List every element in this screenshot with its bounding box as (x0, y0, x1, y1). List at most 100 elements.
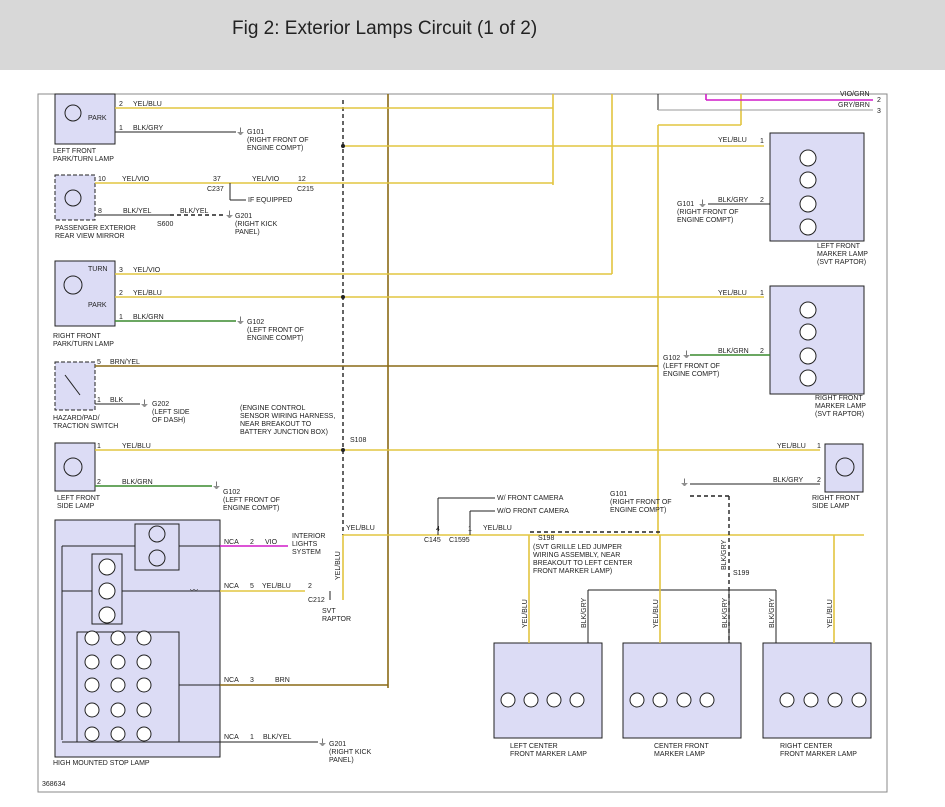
connector-nca: NCA (224, 677, 239, 684)
wire-label-vertical: YEL/BLU (653, 599, 660, 628)
connector-c145: C145 (424, 537, 441, 544)
led-column (799, 301, 817, 387)
led-column (799, 149, 817, 236)
c-marker-lamp-box (622, 642, 742, 739)
mirror-box (54, 174, 96, 221)
wire-label: BLK/GRN (718, 348, 749, 355)
splice-s198: S198 (538, 535, 554, 542)
connector-c1595: C1595 (449, 537, 470, 544)
hazard-switch-box (54, 361, 96, 411)
wire-label: YEL/BLU (718, 290, 747, 297)
switch-icon (64, 374, 81, 396)
wire-label: YEL/BLU (122, 443, 151, 450)
if-equipped-note: IF EQUIPPED (248, 197, 292, 204)
pin-37: 37 (213, 176, 221, 183)
pin-1: 1 (250, 734, 254, 741)
pin-2: 2 (119, 101, 123, 108)
turn-label: TURN (88, 266, 107, 273)
pin-8: 8 (98, 208, 102, 215)
wo-front-camera: W/O FRONT CAMERA (497, 508, 569, 515)
wire-label: YEL/BLU (133, 101, 162, 108)
pin-4: 4 (436, 526, 440, 533)
ground-symbol-icon: ⏚ (698, 199, 707, 209)
lamp-bulb-pair (134, 523, 180, 571)
rc-marker-lamp-box (762, 642, 872, 739)
pin-2: 2 (308, 583, 312, 590)
wire-label: YEL/BLU (483, 525, 512, 532)
figure-title: Fig 2: Exterior Lamps Circuit (1 of 2) (232, 18, 538, 39)
wire-label: YEL/VIO (122, 176, 150, 183)
ground-symbol-icon: ⏚ (318, 738, 327, 748)
splice-s108: S108 (350, 437, 366, 444)
wire-label: YEL/VIO (133, 267, 161, 274)
pin-3: 3 (119, 267, 123, 274)
hazard-label: HAZARD/PAD/TRACTION SWITCH (53, 415, 118, 430)
connector-nca: NCA (224, 539, 239, 546)
pin-2: 2 (760, 197, 764, 204)
ground-symbol-icon: ⏚ (680, 478, 689, 488)
wire-label: YEL/BLU (262, 583, 291, 590)
pin-1: 1 (760, 138, 764, 145)
pin-1: 1 (119, 125, 123, 132)
connector-c212: C212 (308, 597, 325, 604)
pin-12: 12 (298, 176, 306, 183)
park-label: PARK (88, 115, 107, 122)
wire-label: BLK/GRY (133, 125, 164, 132)
rf-marker-lamp-box (769, 285, 865, 395)
pin-10: 10 (98, 176, 106, 183)
pin-3: 3 (250, 677, 254, 684)
rf-park-turn-lamp-box (54, 260, 116, 327)
wire-label: BLK/GRY (718, 197, 749, 204)
figure-header: Fig 2: Exterior Lamps Circuit (1 of 2) (0, 0, 945, 70)
wire-label: BLK/GRN (122, 479, 153, 486)
wire-label: BLK/GRY (773, 477, 804, 484)
wire-label: YEL/BLU (718, 137, 747, 144)
pin-1: 1 (468, 526, 472, 533)
lamp-bulb-icon (63, 457, 83, 477)
wire-label-vertical: BLK/GRY (769, 597, 776, 628)
high-stop-label: HIGH MOUNTED STOP LAMP (53, 760, 150, 767)
pin-2: 2 (760, 348, 764, 355)
wire-label-vertical: YEL/BLU (827, 599, 834, 628)
pin-2: 2 (119, 290, 123, 297)
wire-label-vertical: YEL/BLU (522, 599, 529, 628)
pin-2: 2 (250, 539, 254, 546)
connector-nca: NCA (224, 734, 239, 741)
resistor-icon: 〰 (190, 586, 198, 595)
wire-label-vertical: YEL/BLU (335, 551, 342, 580)
pin-2: 2 (97, 479, 101, 486)
wire-label-vertical: BLK/GRY (581, 597, 588, 628)
splice-dot (341, 448, 345, 452)
pin-2: 2 (877, 97, 881, 104)
wire-label: BRN/YEL (110, 359, 140, 366)
pin-1: 1 (817, 443, 821, 450)
wire-label-gry-brn: GRY/BRN (838, 102, 870, 109)
pin-1: 1 (760, 290, 764, 297)
pin-1: 1 (97, 397, 101, 404)
lf-marker-lamp-box (769, 132, 865, 242)
lf-park-turn-lamp-box (54, 93, 116, 145)
wire-label: YEL/BLU (777, 443, 806, 450)
rf-side-lamp-box (824, 443, 864, 493)
splice-dot (341, 295, 345, 299)
wire-label: BLK/YEL (263, 734, 292, 741)
wire-label-vio-grn: VIO/GRN (840, 91, 870, 98)
connector-c215: C215 (297, 186, 314, 193)
